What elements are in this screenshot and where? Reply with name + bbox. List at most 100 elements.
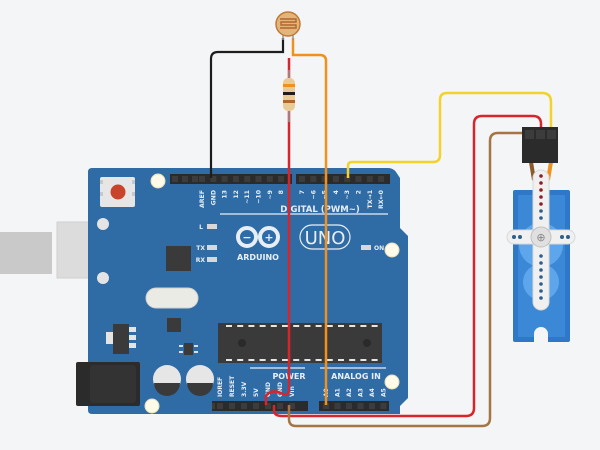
chip-pin — [315, 325, 322, 327]
digital-pin-socket[interactable] — [199, 176, 205, 182]
digital-pin-label: ~10 — [256, 189, 263, 203]
digital-pin-socket[interactable] — [299, 176, 305, 182]
digital-pin-socket[interactable] — [278, 176, 285, 182]
digital-pin-socket[interactable] — [332, 176, 339, 182]
chip-pin — [304, 359, 311, 361]
transistor — [179, 343, 198, 355]
servo[interactable]: ⊕ — [506, 127, 576, 342]
digital-pin-label: 7 — [299, 190, 306, 194]
power-pin-socket[interactable] — [289, 403, 295, 409]
digital-pin-socket[interactable] — [344, 176, 351, 182]
analog-pin-socket[interactable] — [334, 403, 341, 409]
digital-header[interactable] — [170, 174, 390, 184]
digital-pin-socket[interactable] — [266, 176, 273, 182]
analog-pin-socket[interactable] — [346, 403, 352, 409]
photoresistor[interactable] — [275, 11, 301, 40]
wire-ldr-to-gnd[interactable] — [209, 38, 285, 178]
analog-pin-socket[interactable] — [323, 403, 329, 409]
digital-pin-socket[interactable] — [321, 176, 328, 182]
analog-header-label: ANALOG IN — [331, 372, 381, 381]
digital-pin-label: 8 — [278, 190, 285, 194]
digital-pin-label: ~3 — [344, 190, 351, 200]
digital-pin-label: ~11 — [244, 190, 251, 204]
chip-pin — [338, 359, 344, 361]
power-pin-socket[interactable] — [241, 403, 247, 409]
chip-pin — [282, 359, 288, 361]
analog-header[interactable] — [319, 401, 389, 411]
digital-pin-socket[interactable] — [192, 176, 198, 182]
chip-pin — [259, 359, 266, 361]
mount-hole — [384, 374, 400, 390]
digital-pin-socket[interactable] — [355, 176, 362, 182]
chip-pin — [315, 359, 322, 361]
analog-pin-socket[interactable] — [369, 403, 375, 409]
chip-pin — [338, 325, 344, 327]
mount-hole — [144, 398, 160, 414]
chip-pin — [237, 359, 244, 361]
atmega-chip — [218, 323, 382, 363]
digital-pin-socket[interactable] — [244, 176, 251, 182]
horn-hole — [539, 188, 543, 192]
horn-hole — [512, 235, 516, 239]
digital-pin-socket[interactable] — [182, 176, 188, 182]
horn-hole — [539, 195, 543, 199]
horn-hole — [566, 235, 570, 239]
digital-pin-label: RX←0 — [378, 189, 385, 209]
digital-pin-socket[interactable] — [255, 176, 262, 182]
digital-pin-socket[interactable] — [366, 176, 373, 182]
chip-pin — [226, 359, 232, 361]
wire-servo-power[interactable] — [272, 114, 543, 418]
horn-hole — [539, 289, 543, 293]
led-l-label: L — [199, 224, 203, 231]
power-pin-socket[interactable] — [265, 403, 271, 409]
mount-hole — [384, 242, 400, 258]
digital-pin-label: 12 — [233, 190, 240, 199]
power-pin-label: 3.3V — [241, 381, 248, 397]
horn-hole — [539, 209, 543, 213]
power-pin-socket[interactable] — [253, 403, 259, 409]
horn-hole — [539, 261, 543, 265]
led-on-label: ON — [374, 245, 384, 252]
mount-hole — [150, 173, 166, 189]
analog-pin-socket[interactable] — [380, 403, 387, 409]
digital-pin-socket[interactable] — [221, 176, 228, 182]
wire-servo-signal[interactable] — [346, 91, 553, 178]
power-header[interactable] — [212, 401, 308, 411]
reset-button[interactable] — [100, 177, 135, 207]
chip-pin — [326, 325, 333, 327]
chip-pin — [349, 359, 356, 361]
analog-pin-label: A5 — [381, 388, 388, 397]
digital-pin-label: 2 — [356, 190, 363, 194]
wire-servo-ground[interactable] — [287, 131, 533, 428]
led-tx-label: TX — [196, 245, 205, 252]
analog-pin-label: A3 — [358, 388, 365, 397]
resistor[interactable] — [283, 70, 295, 122]
chip-pin — [270, 325, 277, 327]
power-pin-socket[interactable] — [229, 403, 235, 409]
horn-hole — [560, 235, 564, 239]
wire-ldr-to-a0[interactable] — [291, 38, 328, 405]
power-pin-socket[interactable] — [277, 403, 283, 409]
power-pin-label: 5V — [253, 388, 260, 397]
brand-label: ARDUINO — [237, 253, 279, 262]
horn-hole — [539, 216, 543, 220]
analog-pin-socket[interactable] — [357, 403, 364, 409]
power-pin-socket[interactable] — [217, 403, 223, 409]
led-l — [207, 224, 217, 229]
digital-pin-socket[interactable] — [378, 176, 385, 182]
chip-pin — [259, 325, 266, 327]
digital-pin-socket[interactable] — [210, 176, 217, 182]
wire-resistor-to-5v[interactable] — [264, 58, 291, 405]
chip-pin — [371, 325, 378, 327]
chip-pin — [270, 359, 277, 361]
chip-pin — [349, 325, 356, 327]
servo-horn[interactable]: ⊕ — [506, 169, 576, 311]
digital-pin-socket[interactable] — [232, 176, 239, 182]
chip-pin — [360, 359, 367, 361]
digital-pin-socket[interactable] — [172, 176, 178, 182]
power-jack[interactable] — [76, 362, 140, 406]
power-pin-label: RESET — [229, 375, 236, 397]
servo-connector[interactable] — [522, 127, 558, 163]
digital-pin-socket[interactable] — [310, 176, 317, 182]
